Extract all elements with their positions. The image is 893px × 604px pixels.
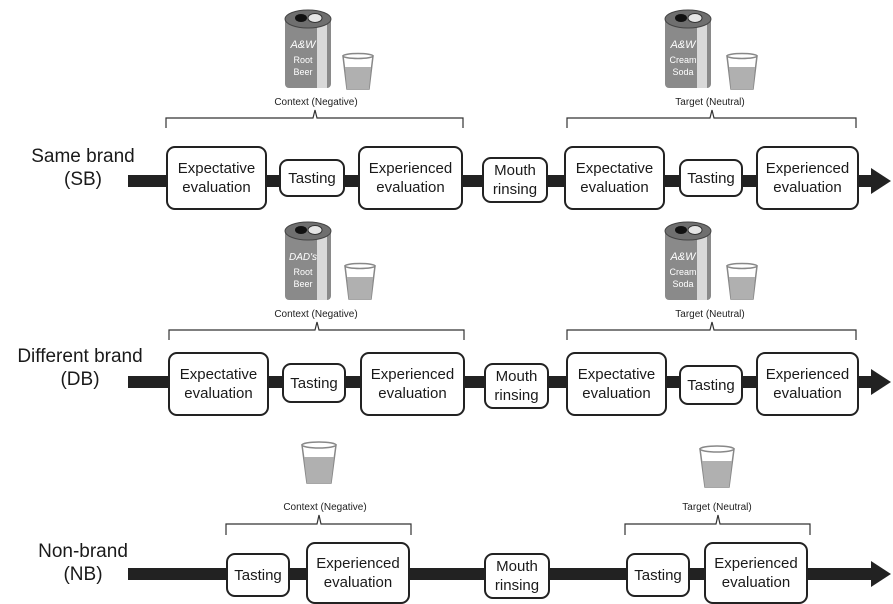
can-brand: DAD's (289, 252, 317, 263)
context-label-sb: Context (Negative) (274, 97, 358, 108)
box-nb-tasting-1: Tasting (226, 553, 290, 597)
cup-icon-sb-target (726, 52, 758, 90)
can-line1: Root (293, 55, 313, 65)
cup-icon-sb-context (342, 52, 374, 90)
brace-nb-context (225, 514, 412, 535)
brace-nb-target (624, 514, 811, 535)
row-label-nb-name: Non-brand (38, 541, 128, 562)
can-line1: Cream (669, 55, 696, 65)
brace-db-target (566, 321, 857, 340)
can-line2: Beer (293, 279, 312, 289)
cup-icon-nb-target (699, 445, 735, 488)
can-line2: Soda (672, 67, 693, 77)
box-db-expectative-1: Expectative evaluation (168, 352, 269, 416)
arrowhead-nb (871, 561, 891, 587)
can-line1: Root (293, 267, 313, 277)
box-nb-experienced-1: Experienced evaluation (306, 542, 410, 604)
box-db-tasting-1: Tasting (282, 363, 346, 403)
cup-icon-nb-context (301, 441, 337, 484)
target-label-sb: Target (Neutral) (675, 97, 745, 108)
can-line2: Beer (293, 67, 312, 77)
box-sb-expectative-1: Expectative evaluation (166, 146, 267, 210)
row-label-db: Different brand (DB) (0, 345, 160, 391)
context-label-db: Context (Negative) (274, 309, 358, 320)
cup-icon-db-context (344, 262, 376, 300)
row-label-nb-code: (NB) (63, 564, 103, 585)
can-icon-db-target: A&W Cream Soda (664, 221, 712, 300)
context-label-nb: Context (Negative) (283, 502, 367, 513)
can-icon-db-context: DAD's Root Beer (284, 221, 332, 300)
row-label-sb: Same brand (SB) (8, 145, 158, 191)
box-db-expectative-2: Expectative evaluation (566, 352, 667, 416)
brace-db-context (168, 321, 465, 340)
target-label-db: Target (Neutral) (675, 309, 745, 320)
row-label-sb-code: (SB) (64, 169, 102, 190)
box-nb-tasting-2: Tasting (626, 553, 690, 597)
can-line1: Cream (669, 267, 696, 277)
box-sb-experienced-2: Experienced evaluation (756, 146, 859, 210)
arrowhead-sb (871, 168, 891, 194)
box-db-mouth-rinsing: Mouth rinsing (484, 363, 549, 409)
can-brand: A&W (669, 251, 697, 263)
row-label-db-name: Different brand (17, 346, 143, 367)
arrowhead-db (871, 369, 891, 395)
row-label-db-code: (DB) (60, 369, 100, 390)
box-sb-tasting-2: Tasting (679, 159, 743, 197)
can-brand: A&W (289, 39, 317, 51)
can-icon-sb-target: A&W Cream Soda (664, 9, 712, 88)
row-label-nb: Non-brand (NB) (8, 540, 158, 586)
box-sb-expectative-2: Expectative evaluation (564, 146, 665, 210)
row-label-sb-name: Same brand (31, 146, 135, 167)
box-db-experienced-2: Experienced evaluation (756, 352, 859, 416)
can-line2: Soda (672, 279, 693, 289)
cup-icon-db-target (726, 262, 758, 300)
box-sb-tasting-1: Tasting (279, 159, 345, 197)
box-db-experienced-1: Experienced evaluation (360, 352, 465, 416)
brace-sb-target (566, 109, 857, 128)
brace-sb-context (165, 109, 464, 128)
can-brand: A&W (669, 39, 697, 51)
box-db-tasting-2: Tasting (679, 365, 743, 405)
box-nb-experienced-2: Experienced evaluation (704, 542, 808, 604)
box-nb-mouth-rinsing: Mouth rinsing (484, 553, 550, 599)
box-sb-experienced-1: Experienced evaluation (358, 146, 463, 210)
box-sb-mouth-rinsing: Mouth rinsing (482, 157, 548, 203)
can-icon-sb-context: A&W Root Beer (284, 9, 332, 88)
target-label-nb: Target (Neutral) (682, 502, 752, 513)
